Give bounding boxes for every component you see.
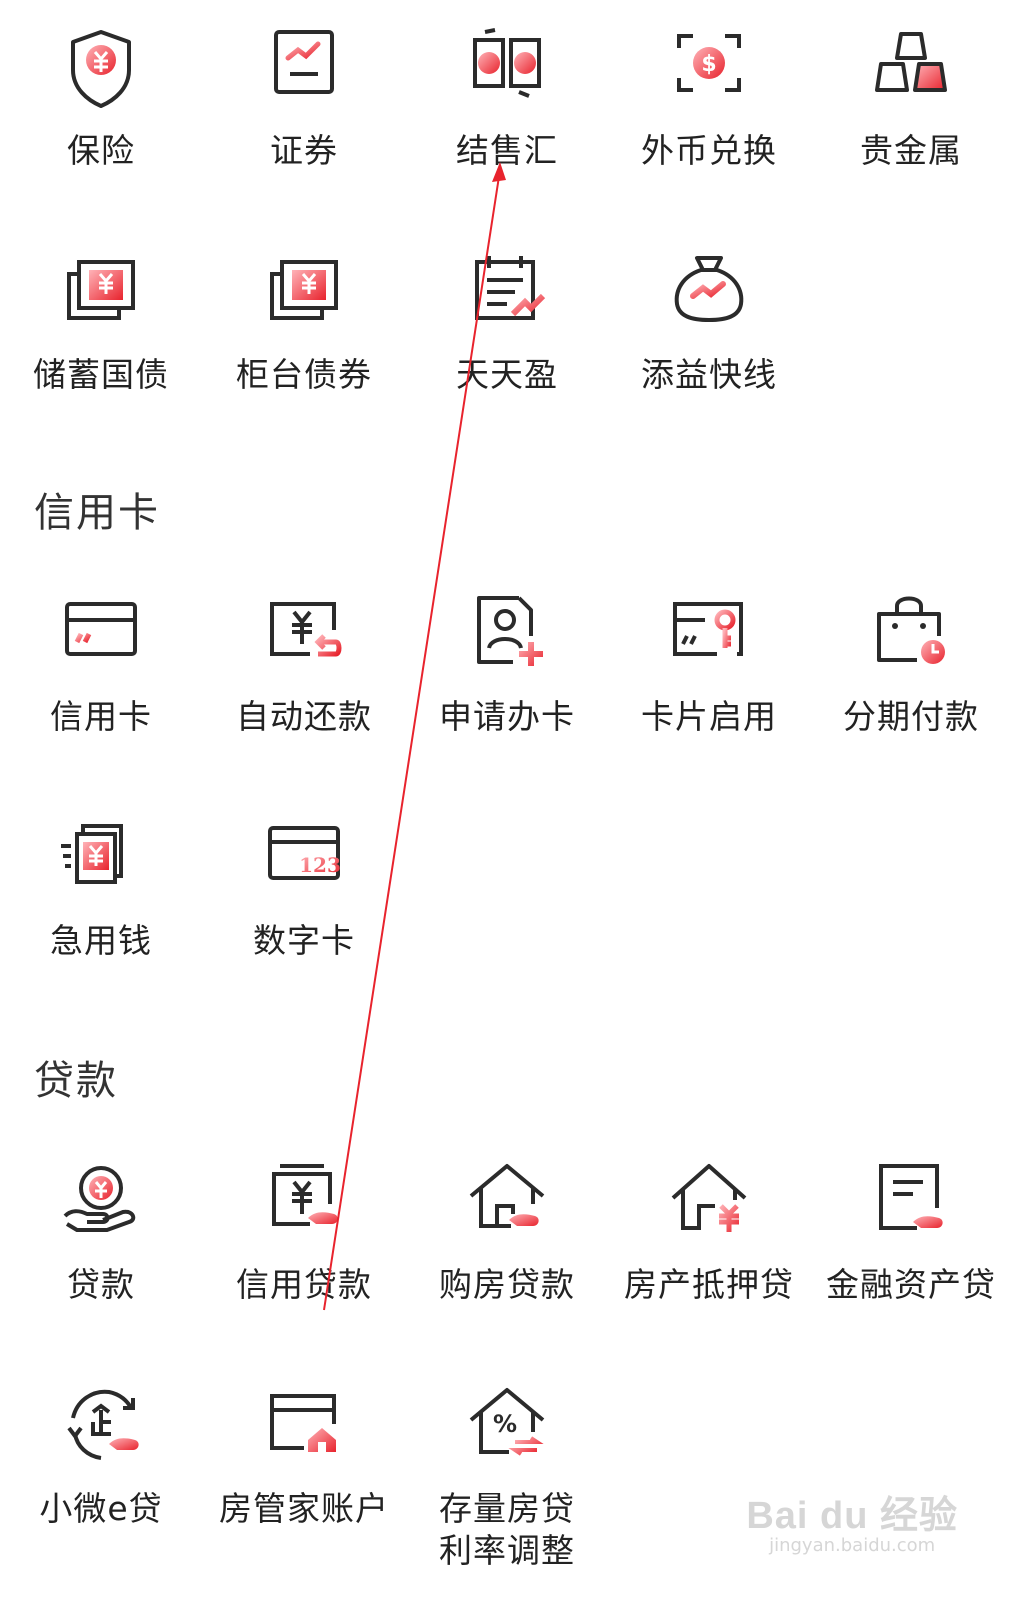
menu-item-label: 购房贷款 — [439, 1265, 575, 1304]
house-percent-icon: % — [469, 1388, 545, 1456]
menu-item-label: 房产抵押贷 — [624, 1265, 794, 1304]
menu-item-label: 添益快线 — [641, 355, 777, 394]
menu-item-auto-repay[interactable]: 自动还款 — [201, 592, 407, 738]
menu-item-insurance[interactable]: 保险 — [0, 26, 204, 172]
hand-yuan-icon — [63, 1166, 136, 1232]
card-icon — [65, 602, 137, 656]
digital-card-icon: 123 — [268, 826, 341, 880]
cycle-enterprise-icon — [67, 1389, 139, 1460]
menu-item-label: 信用贷款 — [236, 1265, 372, 1304]
menu-item-housekeeper[interactable]: 房管家账户 — [201, 1384, 407, 1530]
menu-item-micro-loan[interactable]: 小微e贷 — [0, 1384, 204, 1530]
watermark-url: jingyan.baidu.com — [769, 1535, 936, 1556]
menu-item-label: 贷款 — [67, 1265, 135, 1304]
card-key-icon — [673, 602, 743, 656]
menu-item-label: 柜台债券 — [236, 355, 372, 394]
menu-item-tianyi[interactable]: 添益快线 — [606, 250, 812, 396]
window-house-icon — [270, 1394, 336, 1452]
menu-item-credit-loan[interactable]: 信用贷款 — [201, 1160, 407, 1306]
menu-item-precious-metals[interactable]: 贵金属 — [808, 26, 1014, 172]
section-title-loans: 贷款 — [34, 1058, 118, 1104]
menu-item-label: 证券 — [270, 131, 338, 170]
menu-item-label: 贵金属 — [860, 131, 962, 170]
house-yuan-icon — [671, 1164, 747, 1232]
menu-item-rate-adjust[interactable]: % 存量房贷利率调整 — [404, 1384, 610, 1572]
menu-item-apply-card[interactable]: 申请办卡 — [404, 592, 610, 738]
svg-text:$: $ — [701, 52, 716, 77]
menu-item-label: 申请办卡 — [439, 697, 575, 736]
watermark-brand: Bai du 经验 — [746, 1495, 958, 1537]
menu-item-label: 信用卡 — [50, 697, 152, 736]
calendar-growth-icon — [475, 256, 546, 320]
money-bag-icon — [674, 256, 744, 323]
menu-item-label: 储蓄国债 — [33, 355, 169, 394]
menu-item-currency-exchange[interactable]: $ 外币兑换 — [606, 26, 812, 172]
menu-item-credit-card[interactable]: 信用卡 — [0, 592, 204, 738]
svg-text:%: % — [493, 1410, 517, 1438]
menu-item-activate-card[interactable]: 卡片启用 — [606, 592, 812, 738]
menu-item-digital-card[interactable]: 123 数字卡 — [201, 816, 407, 962]
house-hand-icon — [469, 1164, 545, 1228]
fast-yuan-icon — [61, 824, 123, 884]
gold-bars-icon — [875, 32, 947, 92]
yuan-card-return-icon — [270, 602, 342, 657]
section-title-credit-card: 信用卡 — [34, 490, 160, 536]
menu-item-loan[interactable]: 贷款 — [0, 1160, 204, 1306]
menu-item-label: 房管家账户 — [219, 1489, 389, 1528]
menu-item-mortgage[interactable]: 房产抵押贷 — [606, 1160, 812, 1306]
stacked-yuan-icon — [270, 260, 338, 320]
menu-item-urgent-cash[interactable]: 急用钱 — [0, 816, 204, 962]
menu-item-securities[interactable]: 证券 — [201, 26, 407, 172]
shield-yuan-icon — [71, 30, 131, 108]
menu-item-fx-settlement[interactable]: 结售汇 — [404, 26, 610, 172]
watermark: Bai du 经验 jingyan.baidu.com — [746, 1484, 958, 1556]
menu-item-label: 小微e贷 — [39, 1489, 163, 1528]
menu-item-counter-bond[interactable]: 柜台债券 — [201, 250, 407, 396]
menu-item-label: 存量房贷利率调整 — [439, 1489, 575, 1570]
yuan-box-hand-icon — [272, 1164, 338, 1226]
menu-item-home-loan[interactable]: 购房贷款 — [404, 1160, 610, 1306]
menu-item-label: 天天盈 — [456, 355, 558, 394]
menu-item-asset-loan[interactable]: 金融资产贷 — [808, 1160, 1014, 1306]
document-hand-icon — [879, 1164, 943, 1230]
menu-item-tiantianying[interactable]: 天天盈 — [404, 250, 610, 396]
menu-item-installment[interactable]: 分期付款 — [808, 592, 1014, 738]
menu-item-label: 分期付款 — [843, 697, 979, 736]
menu-item-label: 金融资产贷 — [826, 1265, 996, 1304]
menu-item-savings-bond[interactable]: 储蓄国债 — [0, 250, 204, 396]
menu-item-label: 急用钱 — [50, 921, 152, 960]
menu-item-label: 自动还款 — [236, 697, 372, 736]
stacked-yuan-icon — [67, 260, 135, 320]
menu-item-label: 外币兑换 — [641, 131, 777, 170]
shopping-bag-clock-icon — [877, 596, 945, 664]
menu-item-label: 结售汇 — [456, 131, 558, 170]
dollar-scan-icon: $ — [677, 34, 741, 92]
menu-item-label: 卡片启用 — [641, 697, 777, 736]
menu-item-label: 数字卡 — [253, 921, 355, 960]
svg-text:123: 123 — [299, 853, 341, 877]
menu-item-label: 保险 — [67, 131, 135, 170]
user-plus-icon — [477, 596, 543, 666]
chart-doc-icon — [274, 30, 334, 94]
yuan-dollar-exchange-icon — [473, 28, 541, 98]
